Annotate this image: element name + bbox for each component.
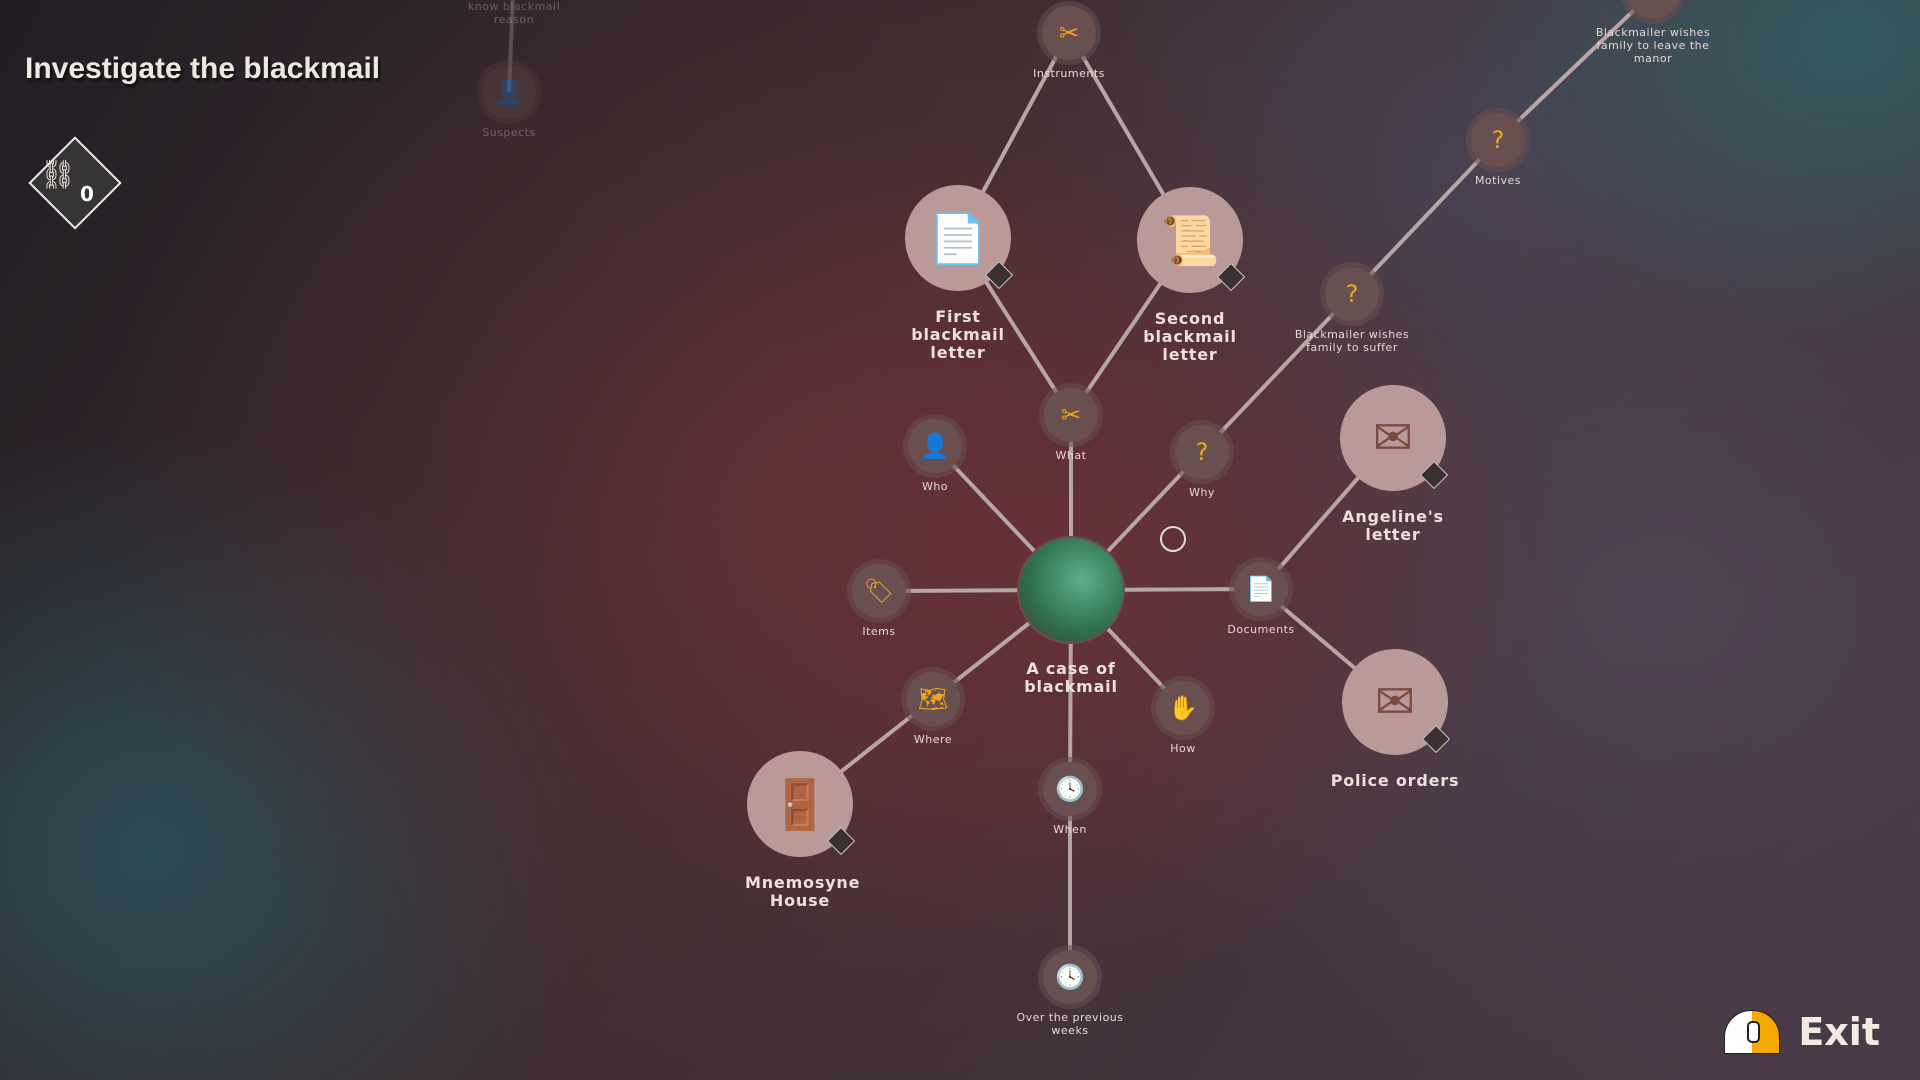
clue-image: ✉ — [1342, 649, 1448, 755]
node-label-instruments: Instruments — [1033, 67, 1105, 80]
node-when[interactable]: 🕓 — [1043, 762, 1097, 816]
topic-icon: 🗺 — [906, 672, 960, 726]
clue-image: 🚪 — [747, 751, 853, 857]
node-who[interactable]: 👤 — [908, 419, 962, 473]
node-label-motives: Motives — [1474, 174, 1522, 187]
clue-image: ✉ — [1340, 385, 1446, 491]
case-image — [1017, 536, 1125, 644]
node-house[interactable]: 🚪 — [747, 751, 856, 857]
node-documents[interactable]: 📄 — [1234, 562, 1288, 616]
clue-image: 📄 — [905, 185, 1011, 291]
topic-icon: 👤 — [482, 65, 536, 119]
node-suspects[interactable]: 👤 — [482, 65, 536, 119]
node-leave[interactable]: ? — [1626, 0, 1680, 19]
node-instruments[interactable]: ✂ — [1042, 6, 1096, 60]
mouse-right-click-icon — [1724, 1010, 1781, 1054]
edge-why-suffer — [1200, 292, 1354, 454]
exit-button[interactable]: Exit — [1724, 1010, 1880, 1054]
topic-icon: ✂ — [1042, 6, 1096, 60]
chain-link-icon: ⛓ — [40, 158, 76, 191]
node-label-when: When — [1053, 823, 1087, 836]
cursor-ring — [1160, 526, 1186, 552]
node-label-suffer: Blackmailer wishes family to suffer — [1294, 328, 1410, 354]
link-count: 0 — [80, 182, 94, 206]
node-label-documents: Documents — [1227, 623, 1295, 636]
node-label-leave: Blackmailer wishes family to leave the m… — [1595, 26, 1711, 65]
node-second[interactable]: 📜 — [1137, 187, 1246, 293]
node-label-who: Who — [921, 480, 949, 493]
node-label-how: How — [1170, 742, 1196, 755]
topic-icon: 📄 — [1234, 562, 1288, 616]
node-label-reason: know blackmail reason — [467, 0, 561, 26]
node-angeline[interactable]: ✉ — [1340, 385, 1449, 491]
node-where[interactable]: 🗺 — [906, 672, 960, 726]
node-label-police: Police orders — [1330, 771, 1460, 790]
node-label-why: Why — [1189, 486, 1215, 499]
topic-icon: 👤 — [908, 419, 962, 473]
node-label-suspects: Suspects — [482, 126, 536, 139]
topic-icon: ? — [1626, 0, 1680, 19]
topic-icon: 🕓 — [1043, 762, 1097, 816]
node-center[interactable] — [1017, 536, 1125, 644]
node-label-second: Second blackmail letter — [1143, 309, 1237, 364]
edge-suffer-motives — [1350, 138, 1500, 296]
node-label-what: What — [1055, 449, 1087, 462]
topic-icon: ? — [1471, 113, 1525, 167]
topic-icon: ? — [1175, 425, 1229, 479]
exit-label: Exit — [1798, 1010, 1880, 1054]
node-label-weeks: Over the previous weeks — [1016, 1011, 1124, 1037]
topic-icon: 🕓 — [1043, 950, 1097, 1004]
page-title: Investigate the blackmail — [25, 52, 381, 85]
node-why[interactable]: ? — [1175, 425, 1229, 479]
edge-motives-leave — [1496, 0, 1648, 142]
node-label-angeline: Angeline's letter — [1342, 507, 1444, 544]
node-label-first: First blackmail letter — [911, 307, 1005, 362]
node-weeks[interactable]: 🕓 — [1043, 950, 1097, 1004]
node-suffer[interactable]: ? — [1325, 267, 1379, 321]
topic-icon: ✂ — [1044, 388, 1098, 442]
node-what[interactable]: ✂ — [1044, 388, 1098, 442]
node-police[interactable]: ✉ — [1342, 649, 1451, 755]
node-items[interactable]: 🏷 — [852, 564, 906, 618]
node-label-where: Where — [913, 733, 953, 746]
node-how[interactable]: ✋ — [1156, 681, 1210, 735]
topic-icon: ✋ — [1156, 681, 1210, 735]
node-label-house: Mnemosyne House — [745, 873, 861, 910]
topic-icon: 🏷 — [852, 564, 906, 618]
node-motives[interactable]: ? — [1471, 113, 1525, 167]
topic-icon: ? — [1325, 267, 1379, 321]
node-label-items: Items — [862, 625, 896, 638]
node-first[interactable]: 📄 — [905, 185, 1014, 291]
edge-suspects-reason — [507, 0, 515, 93]
node-label-center: A case of blackmail — [1024, 659, 1118, 696]
